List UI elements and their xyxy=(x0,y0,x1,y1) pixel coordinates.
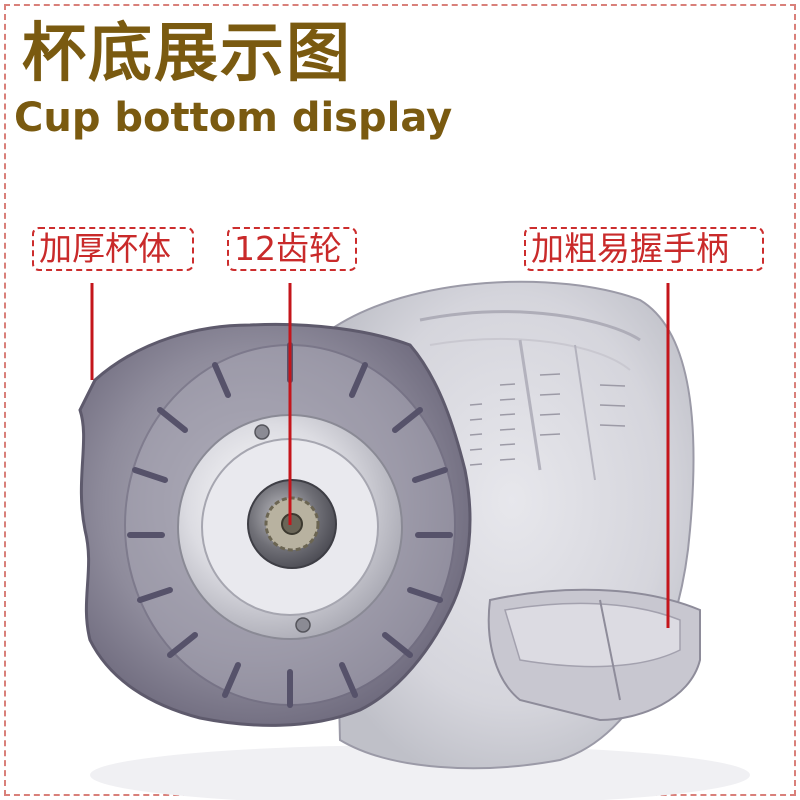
screw-bottom xyxy=(295,617,311,633)
callout-thickened-cup-body: 加厚杯体 xyxy=(32,227,194,271)
callout-thick-easy-grip-handle: 加粗易握手柄 xyxy=(524,227,764,271)
screw-top xyxy=(254,424,270,440)
cup-base xyxy=(78,322,472,727)
title-chinese: 杯底展示图 xyxy=(22,17,352,91)
base-ribs xyxy=(127,342,453,708)
leader-lines xyxy=(90,283,670,628)
measurement-scale xyxy=(469,373,626,466)
floor-reflection xyxy=(90,745,750,800)
handle xyxy=(487,588,701,722)
title-english: Cup bottom display xyxy=(14,95,453,141)
callout-12-gear: 12齿轮 xyxy=(227,227,357,271)
